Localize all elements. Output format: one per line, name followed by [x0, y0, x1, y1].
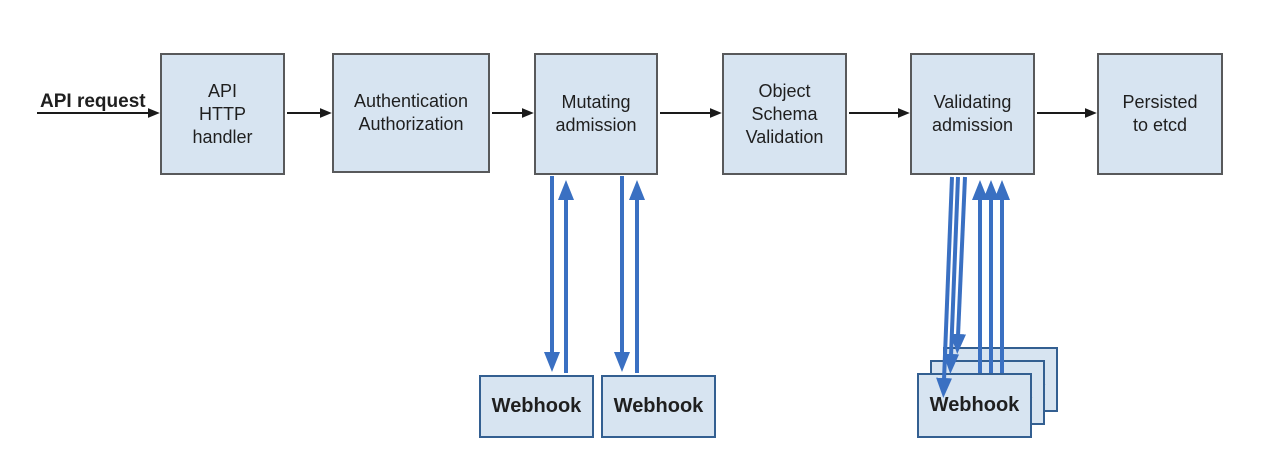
- api-request-label: API request: [40, 91, 146, 112]
- node-api-http-handler: API HTTP handler: [160, 53, 285, 175]
- node-object-schema-validation: Object Schema Validation: [722, 53, 847, 175]
- node-authentication-authorization: Authentication Authorization: [332, 53, 490, 173]
- mutating-webhook-2: Webhook: [601, 375, 716, 438]
- validating-webhook-front: Webhook: [917, 373, 1032, 438]
- node-persisted-to-etcd: Persisted to etcd: [1097, 53, 1223, 175]
- validating-down-arrow-3: [950, 176, 967, 354]
- node-mutating-admission: Mutating admission: [534, 53, 658, 175]
- mutating-webhook-arrows: [544, 176, 645, 373]
- validating-down-arrow-2: [943, 176, 960, 374]
- mutating-webhook-1: Webhook: [479, 375, 594, 438]
- node-validating-admission: Validating admission: [910, 53, 1035, 175]
